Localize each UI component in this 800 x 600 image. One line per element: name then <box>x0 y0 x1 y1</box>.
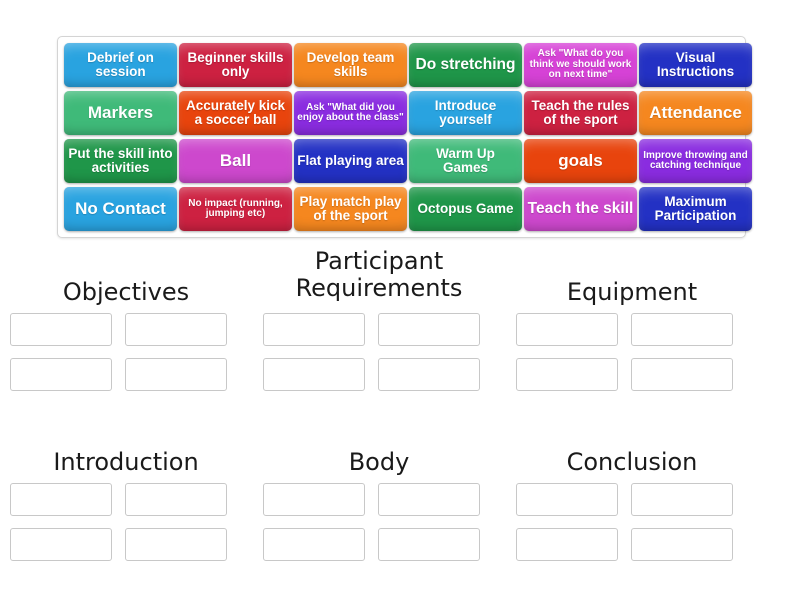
tile-row: Put the skill into activities Ball Flat pl… <box>63 138 752 186</box>
tile-label: Develop team skills <box>306 49 395 79</box>
draggable-tile[interactable]: Do stretching <box>409 43 522 87</box>
drop-slot[interactable] <box>263 528 365 561</box>
tile-label: Introduce yourself <box>434 97 497 127</box>
tile-label: Visual Instructions <box>656 49 735 79</box>
draggable-tile[interactable]: Accurately kick a soccer ball <box>179 91 292 135</box>
tile-label: Attendance <box>649 103 742 123</box>
drop-slot[interactable] <box>516 483 618 516</box>
drop-slot[interactable] <box>125 528 227 561</box>
group-title: Conclusion <box>566 447 698 476</box>
group-slot-grid <box>5 483 253 561</box>
group-slot-grid <box>511 313 759 391</box>
draggable-tile[interactable]: Put the skill into activities <box>64 139 177 183</box>
draggable-tile[interactable]: Visual Instructions <box>639 43 752 87</box>
drop-group: Participant Requirements <box>253 247 506 418</box>
drop-slot[interactable] <box>10 313 112 346</box>
drop-slot[interactable] <box>125 313 227 346</box>
drop-group: Body <box>253 418 506 588</box>
tile-label: goals <box>558 151 603 171</box>
drop-slot[interactable] <box>378 528 480 561</box>
group-title: Participant Requirements <box>295 247 463 303</box>
tile-label: Accurately kick a soccer ball <box>185 97 286 127</box>
drop-slot[interactable] <box>631 483 733 516</box>
drop-group: Introduction <box>0 418 253 588</box>
drop-slot[interactable] <box>125 358 227 391</box>
draggable-tile[interactable]: goals <box>524 139 637 183</box>
draggable-tile[interactable]: Octopus Game <box>409 187 522 231</box>
tile-label: Beginner skills only <box>187 49 284 79</box>
drop-slot[interactable] <box>378 483 480 516</box>
tile-label: No Contact <box>75 199 166 219</box>
drop-slot[interactable] <box>263 313 365 346</box>
tile-label: No impact (running, jumping etc) <box>188 197 283 219</box>
tile-label: Debrief on session <box>87 49 154 79</box>
drop-group: Objectives <box>0 248 253 418</box>
tile-row: Debrief on session Beginner skills only De… <box>63 42 752 90</box>
group-slot-grid <box>258 313 506 391</box>
group-title: Objectives <box>62 277 190 306</box>
draggable-tile[interactable]: Flat playing area <box>294 139 407 183</box>
tile-label: Put the skill into activities <box>68 145 173 175</box>
drop-slot[interactable] <box>378 313 480 346</box>
draggable-tile[interactable]: Teach the rules of the sport <box>524 91 637 135</box>
draggable-tile[interactable]: Improve throwing and catching technique <box>639 139 752 183</box>
tile-label: Ask "What did you enjoy about the class" <box>297 101 404 123</box>
group-title: Equipment <box>566 277 698 306</box>
draggable-tile[interactable]: Beginner skills only <box>179 43 292 87</box>
tile-label: Improve throwing and catching technique <box>643 149 748 171</box>
draggable-tile[interactable]: Debrief on session <box>64 43 177 87</box>
tile-row: No Contact No impact (running, jumping et… <box>63 186 752 234</box>
draggable-tile[interactable]: Develop team skills <box>294 43 407 87</box>
draggable-tile[interactable]: Teach the skill <box>524 187 637 231</box>
drop-slot[interactable] <box>631 313 733 346</box>
draggable-tile[interactable]: Warm Up Games <box>409 139 522 183</box>
group-title: Introduction <box>53 447 199 476</box>
drop-slot[interactable] <box>631 528 733 561</box>
tile-label: Play match play of the sport <box>299 193 402 223</box>
tile-label: Ask "What do you think we should work on… <box>529 48 632 81</box>
draggable-tile[interactable]: No Contact <box>64 187 177 231</box>
tile-label: Ball <box>219 151 252 171</box>
drop-slot[interactable] <box>516 528 618 561</box>
drop-group: Equipment <box>506 248 759 418</box>
group-title: Body <box>348 447 410 476</box>
draggable-tile[interactable]: Ask "What did you enjoy about the class" <box>294 91 407 135</box>
drop-slot[interactable] <box>263 358 365 391</box>
group-slot-grid <box>511 483 759 561</box>
tile-row: Markers Accurately kick a soccer ball Ask … <box>63 90 752 138</box>
draggable-tile[interactable]: Markers <box>64 91 177 135</box>
draggable-tile[interactable]: No impact (running, jumping etc) <box>179 187 292 231</box>
drop-slot[interactable] <box>10 358 112 391</box>
drop-group: Conclusion <box>506 418 759 588</box>
draggable-tile-tray: Debrief on session Beginner skills only De… <box>57 36 752 238</box>
group-slot-grid <box>5 313 253 391</box>
tile-label: Octopus Game <box>417 200 514 216</box>
draggable-tile[interactable]: Attendance <box>639 91 752 135</box>
drop-slot[interactable] <box>10 528 112 561</box>
draggable-tile[interactable]: Ask "What do you think we should work on… <box>524 43 637 87</box>
drop-slot[interactable] <box>516 313 618 346</box>
draggable-tile[interactable]: Play match play of the sport <box>294 187 407 231</box>
tile-label: Maximum Participation <box>654 193 737 223</box>
tile-label: Do stretching <box>415 55 516 73</box>
group-row: Introduction Body Conclusion <box>0 418 800 588</box>
tile-label: Warm Up Games <box>436 145 495 175</box>
drop-slot[interactable] <box>125 483 227 516</box>
tile-label: Teach the skill <box>527 199 634 217</box>
group-slot-grid <box>258 483 506 561</box>
draggable-tile[interactable]: Maximum Participation <box>639 187 752 231</box>
draggable-tile[interactable]: Introduce yourself <box>409 91 522 135</box>
drop-slot[interactable] <box>10 483 112 516</box>
tile-label: Markers <box>87 103 154 123</box>
drop-slot[interactable] <box>378 358 480 391</box>
drop-slot[interactable] <box>631 358 733 391</box>
drop-slot[interactable] <box>516 358 618 391</box>
drop-slot[interactable] <box>263 483 365 516</box>
draggable-tile[interactable]: Ball <box>179 139 292 183</box>
tile-label: Teach the rules of the sport <box>531 97 630 127</box>
tile-label: Flat playing area <box>297 152 404 168</box>
